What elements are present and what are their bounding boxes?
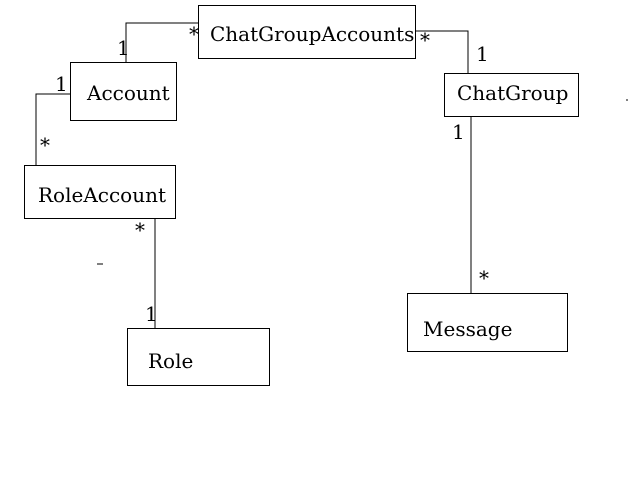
class-roleaccount: RoleAccount [24,165,176,219]
assoc-account-roleaccount [35,93,70,165]
multiplicity-label: * [420,28,430,52]
multiplicity-label: 1 [55,72,68,96]
class-name: Account [87,81,170,105]
multiplicity-label: 1 [145,302,158,326]
class-name: ChatGroupAccounts [210,22,415,46]
multiplicity-label: 1 [476,42,489,66]
class-name: RoleAccount [38,183,167,207]
class-message: Message [407,293,568,352]
assoc-chatgroupaccounts-chatgroup [416,30,469,73]
class-chatgroupaccounts: ChatGroupAccounts [198,5,416,59]
class-chatgroup: ChatGroup [444,73,579,117]
assoc-account-chatgroupaccounts [125,22,199,62]
multiplicity-label: 1 [452,120,465,144]
multiplicity-label: * [189,22,199,46]
multiplicity-label: 1 [117,36,130,60]
multiplicity-label: * [479,266,489,290]
class-name: Message [423,317,513,341]
class-account: Account [70,62,177,121]
class-role: Role [127,328,270,386]
multiplicity-label: * [135,218,145,242]
class-name: ChatGroup [457,81,569,105]
multiplicity-label: * [40,133,50,157]
class-name: Role [148,349,194,373]
